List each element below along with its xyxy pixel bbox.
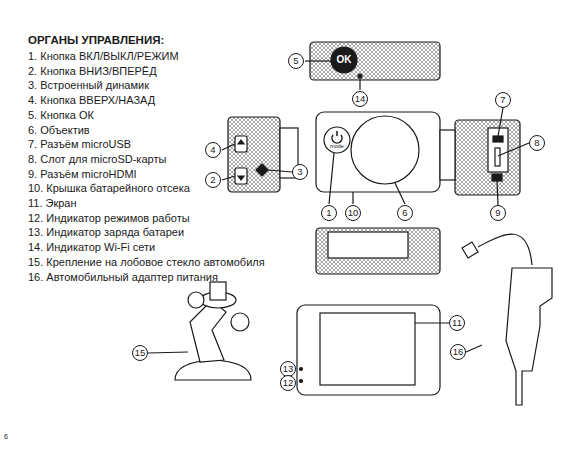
list-item: 11. Экран [28,197,77,210]
callout-text: 15 [135,348,146,358]
callout-number: 8 [529,135,545,151]
callout-text: 4 [210,145,215,155]
callout-text: 5 [293,56,298,66]
callout-number: 11 [449,315,465,331]
list-item: 6. Объектив [28,124,90,137]
list-item: 3. Встроенный динамик [28,79,149,92]
callout-number: 4 [205,142,221,158]
callout-number: 9 [490,205,506,221]
callout-text: 14 [355,94,366,104]
callout-text: 1 [326,208,331,218]
callout-text: 10 [348,208,359,218]
title: ОРГАНЫ УПРАВЛЕНИЯ: [28,34,164,47]
callout-text: 12 [283,378,294,388]
list-item: 10. Крышка батарейного отсека [28,182,190,195]
callout-number: 15 [132,345,148,361]
list-item: 8. Слот для microSD-карты [28,153,166,166]
callout-text: 8 [534,138,539,148]
callout-text: 16 [453,347,464,357]
callout-number: 6 [397,205,413,221]
list-item: 12. Индикатор режимов работы [28,212,190,225]
callout-number: 2 [205,172,221,188]
list-item: 1. Кнопка ВКЛ/ВЫКЛ/РЕЖИМ [28,50,179,63]
callout-number: 1 [321,205,337,221]
callout-text: 7 [500,95,505,105]
callout-number: 16 [450,344,466,360]
callout-number: 3 [292,164,308,180]
callout-text: 13 [283,364,294,374]
list-item: 7. Разъём microUSB [28,138,131,151]
callout-text: 11 [452,318,462,328]
callout-number: 7 [495,92,511,108]
callout-text: 6 [402,208,407,218]
list-item: 5. Кнопка ОК [28,109,94,122]
list-item: 13. Индикатор заряда батареи [28,226,184,239]
callout-number: 12 [280,375,296,391]
list-item: 4. Кнопка ВВЕРХ/НАЗАД [28,94,155,107]
button-label: OK [337,54,352,66]
callout-number: 14 [352,91,368,107]
list-item: 16. Автомобильный адаптер питания [28,271,218,284]
list-item: 9. Разъём microHDMI [28,168,137,181]
callout-text: 3 [297,167,302,177]
list-item: 2. Кнопка ВНИЗ/ВПЕРЁД [28,65,157,78]
page-number: 6 [4,432,8,441]
callout-text: 9 [495,208,500,218]
callout-number: 5 [288,53,304,69]
button-label: mode [330,143,344,151]
list-item: 15. Крепление на лобовое стекло автомоби… [28,256,265,269]
callout-number: 10 [345,205,361,221]
callout-text: 2 [210,175,215,185]
list-item: 14. Индикатор Wi-Fi сети [28,241,155,254]
